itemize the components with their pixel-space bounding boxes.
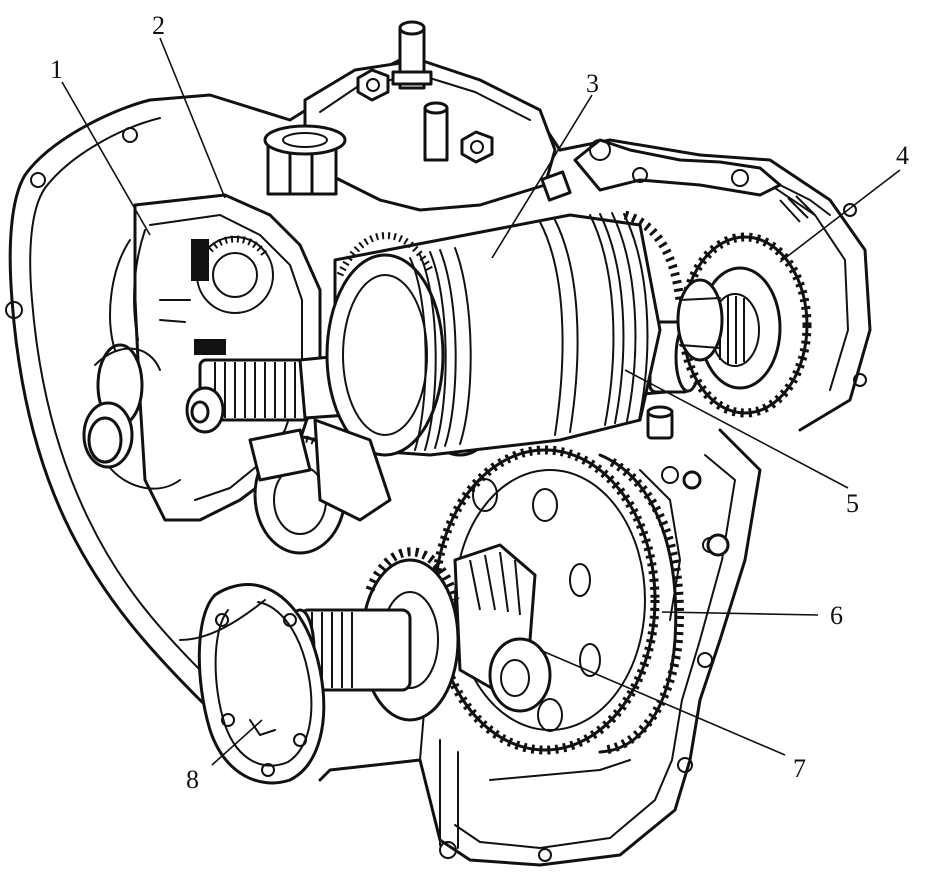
leader-4: [779, 169, 901, 263]
leader-8: [211, 719, 263, 766]
ring-gear: [430, 445, 684, 755]
leader-7: [539, 649, 786, 756]
leader-6: [661, 611, 819, 616]
top-cover: [263, 20, 557, 212]
leader-3: [491, 94, 593, 259]
callout-4: 4: [896, 141, 909, 170]
callout-7: 7: [793, 754, 806, 783]
callouts: 1 2 3 4 5 6 7 8: [50, 11, 909, 794]
shift-linkage: [540, 138, 831, 223]
leader-5: [624, 369, 849, 489]
misc-parts: [179, 405, 730, 641]
callout-6: 6: [830, 601, 843, 630]
callout-3: 3: [586, 69, 599, 98]
callout-1: 1: [50, 55, 63, 84]
leader-2: [159, 37, 226, 199]
callout-8: 8: [186, 765, 199, 794]
leader-lines: [61, 37, 901, 766]
end-cover: [197, 583, 326, 785]
callout-5: 5: [846, 489, 859, 518]
lower-case: [318, 428, 762, 867]
leader-1: [61, 81, 151, 236]
output-gear: [676, 232, 812, 418]
gear-drum: [325, 210, 685, 457]
callout-2: 2: [152, 11, 165, 40]
